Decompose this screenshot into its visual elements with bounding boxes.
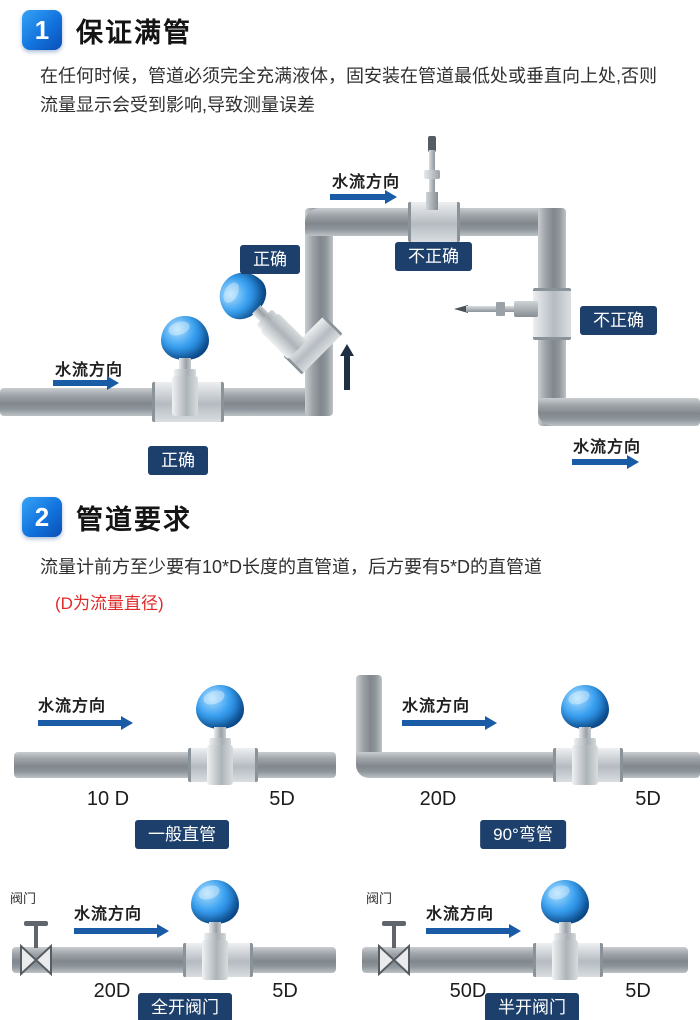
diagram-straight-pipe: 水流方向 10 D 5D 一般直管 bbox=[0, 630, 350, 850]
sensor-neck bbox=[559, 922, 571, 934]
sensor-head bbox=[196, 685, 244, 729]
upstream-length-label: 20D bbox=[93, 980, 131, 1002]
flow-direction-label: 水流方向 bbox=[402, 698, 471, 715]
badge-correct-diagonal: 正确 bbox=[240, 245, 300, 274]
sensor-neck bbox=[209, 922, 221, 934]
flowmeter-sensor bbox=[535, 880, 595, 980]
probe-connector bbox=[428, 136, 436, 152]
valve-icon bbox=[20, 921, 52, 977]
downstream-length-label: 5D bbox=[635, 788, 661, 810]
flow-arrow-left bbox=[53, 376, 119, 390]
pipe-bottom-right bbox=[538, 398, 700, 426]
sensor-body bbox=[552, 940, 578, 980]
flowmeter-sensor bbox=[185, 880, 245, 980]
pipe bbox=[362, 947, 688, 973]
valve-icon bbox=[378, 921, 410, 977]
diagram-90-elbow: 水流方向 20D 5D 90°弯管 bbox=[350, 630, 700, 850]
flow-arrow bbox=[402, 716, 497, 730]
diagram-open-valve: 阀门 水流方向 20D 5D 全开阀门 bbox=[0, 852, 350, 1020]
section2-description: 流量计前方至少要有10*D长度的直管道，后方要有5*D的直管道 bbox=[40, 557, 543, 577]
pipe-left-riser bbox=[305, 208, 333, 416]
pipe bbox=[12, 947, 336, 973]
flow-direction-label-top: 水流方向 bbox=[332, 174, 401, 191]
sensor-head bbox=[191, 880, 239, 924]
pipe bbox=[14, 752, 336, 778]
section2-title: 管道要求 bbox=[76, 504, 192, 535]
sensor-body bbox=[202, 940, 228, 980]
flow-direction-label: 水流方向 bbox=[74, 906, 143, 923]
valve-label: 阀门 bbox=[10, 891, 37, 906]
section2-header: 2 管道要求 bbox=[22, 497, 192, 537]
downstream-length-label: 5D bbox=[272, 980, 298, 1002]
sensor-nut bbox=[554, 933, 576, 941]
upstream-length-label: 50D bbox=[449, 980, 487, 1002]
sensor-head bbox=[161, 316, 209, 360]
sensor-nut bbox=[204, 933, 226, 941]
flow-arrow bbox=[38, 716, 133, 730]
insertion-probe-side-incorrect bbox=[454, 300, 538, 318]
probe-rod bbox=[466, 306, 514, 312]
upstream-length-label: 20D bbox=[419, 788, 457, 810]
flow-direction-label: 水流方向 bbox=[426, 906, 495, 923]
insertion-probe-top-incorrect bbox=[424, 136, 440, 210]
downstream-length-label: 5D bbox=[269, 788, 295, 810]
sensor-head bbox=[541, 880, 589, 924]
section1-description: 在任何时候，管道必须完全充满液体，固安装在管道最低处或垂直向上处,否则流量显示会… bbox=[40, 66, 657, 116]
diagram-half-open-valve: 阀门 水流方向 50D 5D 半开阀门 bbox=[350, 852, 700, 1020]
probe-base bbox=[426, 192, 438, 210]
section2-number-badge: 2 bbox=[22, 497, 62, 537]
section2-note: (D为流量直径) bbox=[55, 594, 164, 613]
sensor-neck bbox=[579, 727, 591, 739]
probe-nut bbox=[496, 302, 505, 316]
flow-arrow-right bbox=[572, 455, 639, 469]
probe-base bbox=[514, 301, 538, 317]
flow-arrow bbox=[74, 924, 169, 938]
flow-arrow-up bbox=[340, 344, 354, 390]
fitting-side-probe bbox=[533, 288, 571, 340]
sensor-nut bbox=[209, 738, 231, 746]
flowmeter-sensor bbox=[555, 685, 615, 785]
pipe-vertical bbox=[356, 675, 382, 760]
full-pipe-installation-diagram: 水流方向 水流方向 水流方向 正确 不正确 不正确 正确 bbox=[0, 130, 700, 480]
diagram-caption: 全开阀门 bbox=[138, 993, 232, 1020]
downstream-length-label: 5D bbox=[625, 980, 651, 1002]
sensor-body bbox=[172, 376, 198, 416]
section1-number-badge: 1 bbox=[22, 10, 62, 50]
section1-header: 1 保证满管 bbox=[22, 10, 192, 50]
flow-direction-label: 水流方向 bbox=[38, 698, 107, 715]
sensor-body bbox=[572, 745, 598, 785]
sensor-nut bbox=[174, 369, 196, 377]
badge-incorrect-side: 不正确 bbox=[580, 306, 657, 335]
probe-tip bbox=[454, 305, 468, 313]
sensor-head bbox=[561, 685, 609, 729]
flow-arrow-top bbox=[330, 190, 397, 204]
valve-label: 阀门 bbox=[366, 891, 393, 906]
flowmeter-sensor bbox=[190, 685, 250, 785]
sensor-body bbox=[207, 745, 233, 785]
sensor-neck bbox=[179, 358, 191, 370]
pipe bbox=[356, 752, 700, 778]
badge-incorrect-top: 不正确 bbox=[395, 242, 472, 271]
diagram-caption: 半开阀门 bbox=[485, 993, 579, 1020]
diagram-caption: 90°弯管 bbox=[480, 820, 566, 849]
flowmeter-sensor-correct-bottom bbox=[155, 316, 215, 416]
sensor-neck bbox=[214, 727, 226, 739]
upstream-length-label: 10 D bbox=[86, 788, 130, 810]
badge-correct-bottom: 正确 bbox=[148, 446, 208, 475]
diagram-caption: 一般直管 bbox=[135, 820, 229, 849]
section1-title: 保证满管 bbox=[76, 17, 192, 48]
flow-direction-label-left: 水流方向 bbox=[55, 362, 124, 379]
sensor-nut bbox=[574, 738, 596, 746]
flow-direction-label-right: 水流方向 bbox=[573, 439, 642, 456]
flow-arrow bbox=[426, 924, 521, 938]
probe-nut bbox=[424, 170, 440, 179]
